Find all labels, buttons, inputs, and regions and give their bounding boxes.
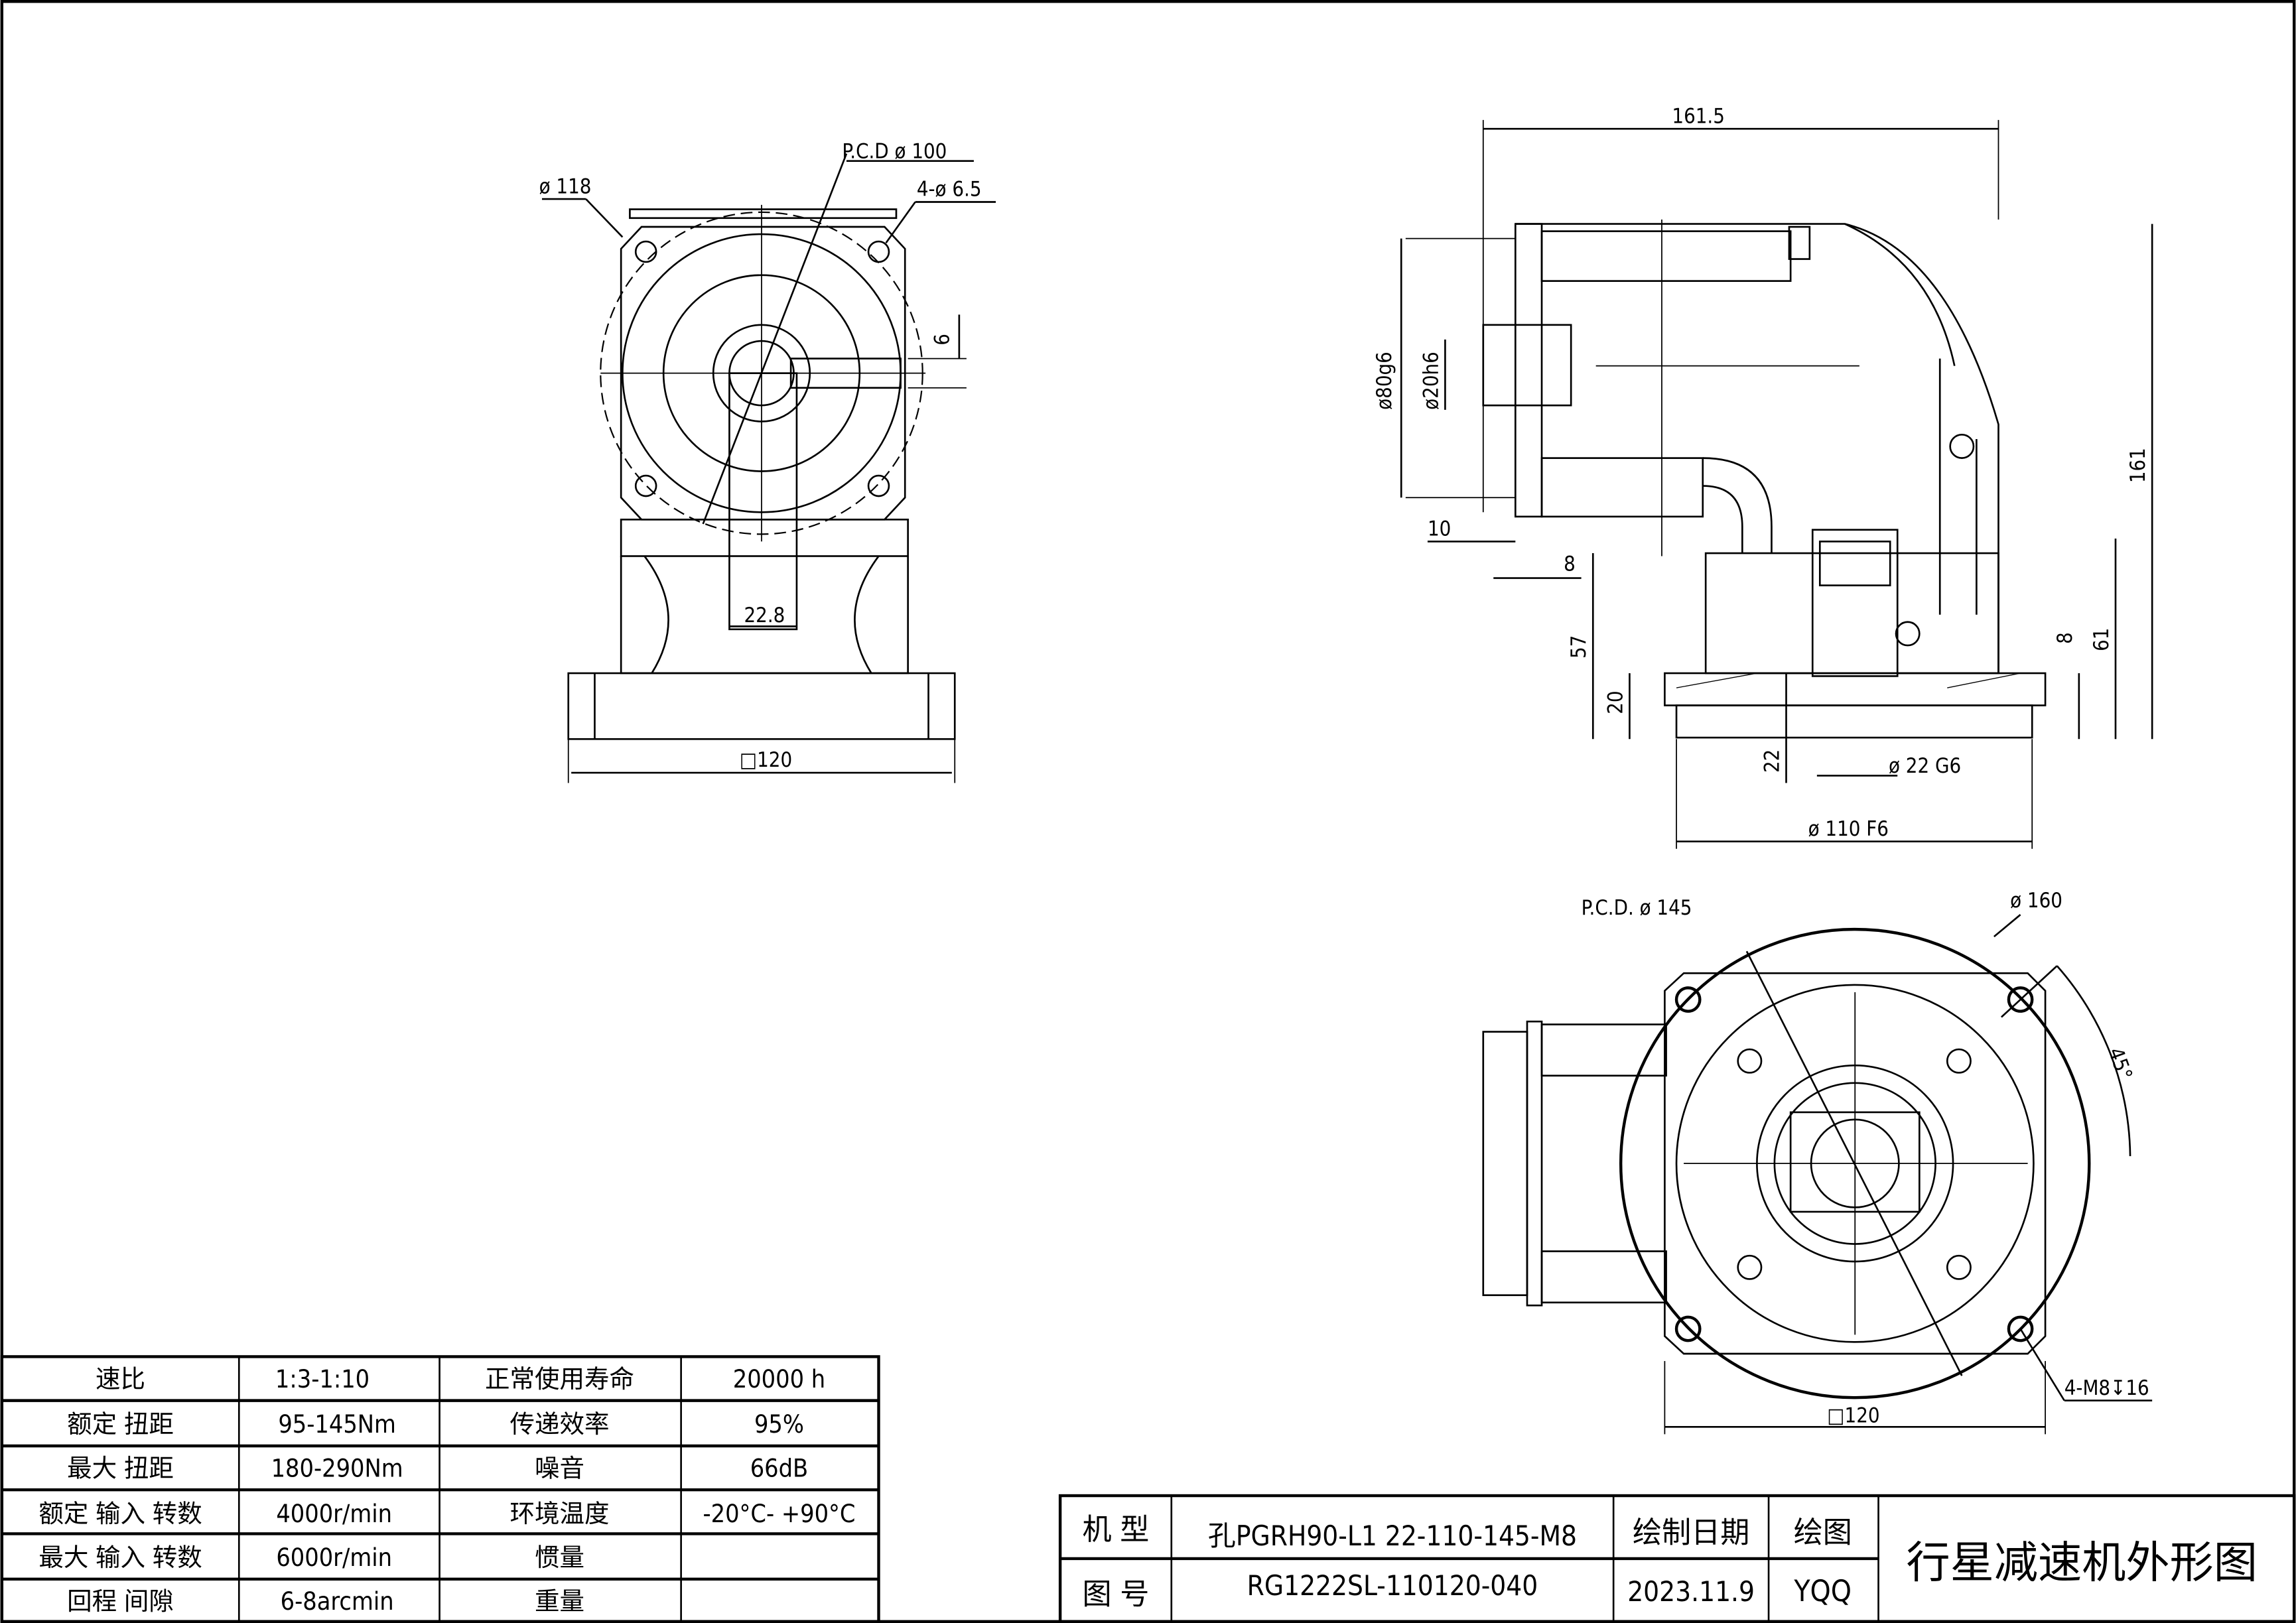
bolt-hole <box>867 240 890 263</box>
model-label: 机 型 <box>1083 1513 1150 1547</box>
key-width-label: 6 <box>930 334 954 346</box>
pcd-label: P.C.D ø 100 <box>842 139 947 163</box>
front-view: P.C.D ø 100 ø 118 4-ø 6.5 6 22.8 □120 <box>539 139 996 783</box>
drawing-no-label: 图 号 <box>1083 1577 1150 1611</box>
drawn-label: 绘图 <box>1794 1516 1852 1550</box>
table-row: 额定 扭距 95-145Nm 传递效率 95% <box>67 1409 804 1439</box>
table-cell: 传递效率 <box>509 1409 609 1439</box>
input-bore-label: ø20h6 <box>1419 352 1443 410</box>
dim-8b: 8 <box>2053 632 2077 644</box>
shaft-dia-label: ø 22 G6 <box>1889 754 1961 778</box>
table-cell: 额定 输入 转数 <box>38 1499 202 1528</box>
table-row: 最大 扭距 180-290Nm 噪音 66dB <box>67 1453 808 1482</box>
table-cell: 1:3-1:10 <box>275 1364 370 1394</box>
table-cell: 95% <box>754 1409 804 1439</box>
table-cell: 6000r/min <box>276 1543 392 1572</box>
table-row: 回程 间隙 6-8arcmin 重量 <box>67 1587 584 1616</box>
table-cell: 95-145Nm <box>278 1409 396 1439</box>
height-label: 161 <box>2126 448 2150 483</box>
drawing-no-value: RG1222SL-110120-040 <box>1247 1569 1538 1602</box>
pilot-dia-label: ø 110 F6 <box>1808 817 1889 841</box>
table-cell: -20°C- +90°C <box>703 1499 855 1528</box>
date-label: 绘制日期 <box>1633 1516 1749 1550</box>
table-cell: 重量 <box>535 1587 584 1616</box>
tapped-holes-label: 4-M8↧16 <box>2064 1376 2149 1400</box>
table-cell: 环境温度 <box>509 1499 609 1528</box>
table-cell: 4000r/min <box>276 1499 392 1528</box>
pcd-label: P.C.D. ø 145 <box>1582 896 1692 920</box>
table-cell: 20000 h <box>733 1364 825 1394</box>
input-dia-label: ø80g6 <box>1373 352 1396 410</box>
outer-circle <box>1619 927 2091 1399</box>
dim-8: 8 <box>1564 552 1576 576</box>
table-cell: 正常使用寿命 <box>485 1364 634 1394</box>
input-bore <box>1482 324 1572 407</box>
table-row: 额定 输入 转数 4000r/min 环境温度 -20°C- +90°C <box>38 1499 855 1528</box>
bolt-hole <box>867 474 890 497</box>
table-cell: 180-290Nm <box>271 1453 403 1482</box>
table-cell: 66dB <box>750 1453 809 1482</box>
model-value: 孔PGRH90-L1 22-110-145-M8 <box>1208 1520 1577 1552</box>
flange-dia-label: ø 118 <box>539 174 592 198</box>
side-view: 161.5 161 ø80g6 ø20h6 10 8 57 20 22 ø 22… <box>1373 104 2153 849</box>
table-cell: 最大 扭距 <box>67 1453 174 1482</box>
output-shaft <box>1811 529 1899 677</box>
drawing-title: 行星减速机外形图 <box>1906 1537 2258 1589</box>
angle-label: 45° <box>2103 1045 2137 1084</box>
shaft-key-label: 22.8 <box>744 604 785 627</box>
table-cell: 噪音 <box>535 1453 584 1482</box>
dim-61: 61 <box>2090 628 2114 651</box>
date-value: 2023.11.9 <box>1627 1575 1755 1608</box>
bolt-hole <box>634 240 657 263</box>
base-square-label: □120 <box>740 748 792 772</box>
flange-square <box>1664 972 2047 1355</box>
bottom-view: P.C.D. ø 145 ø 160 45° 4-M8↧16 □120 <box>1482 889 2153 1435</box>
table-row: 速比 1:3-1:10 正常使用寿命 20000 h <box>96 1364 825 1394</box>
outer-dia-label: ø 160 <box>2010 889 2062 913</box>
table-cell: 回程 间隙 <box>67 1587 174 1616</box>
dim-10: 10 <box>1428 517 1451 541</box>
drawn-value: YQQ <box>1793 1575 1852 1608</box>
length-label: 161.5 <box>1672 104 1725 128</box>
pilot <box>1675 704 2033 739</box>
table-cell: 最大 输入 转数 <box>38 1543 202 1572</box>
title-block: 机 型 孔PGRH90-L1 22-110-145-M8 图 号 RG1222S… <box>1058 1494 2296 1623</box>
spec-table: 速比 1:3-1:10 正常使用寿命 20000 h 额定 扭距 95-145Nm 传递效… <box>0 1355 880 1623</box>
dim-20: 20 <box>1603 690 1627 714</box>
table-cell: 惯量 <box>535 1543 584 1572</box>
bolt-hole <box>634 474 657 497</box>
dim-22: 22 <box>1760 749 1784 773</box>
table-cell: 速比 <box>96 1364 145 1394</box>
square-label: □120 <box>1827 1404 1879 1428</box>
holes-label: 4-ø 6.5 <box>917 178 982 202</box>
table-row: 最大 输入 转数 6000r/min 惯量 <box>38 1543 584 1572</box>
base-plate <box>567 672 956 740</box>
housing-outline <box>1515 223 1999 673</box>
table-cell: 额定 扭距 <box>67 1409 174 1439</box>
table-cell: 6-8arcmin <box>281 1587 394 1616</box>
dim-57: 57 <box>1567 635 1591 659</box>
